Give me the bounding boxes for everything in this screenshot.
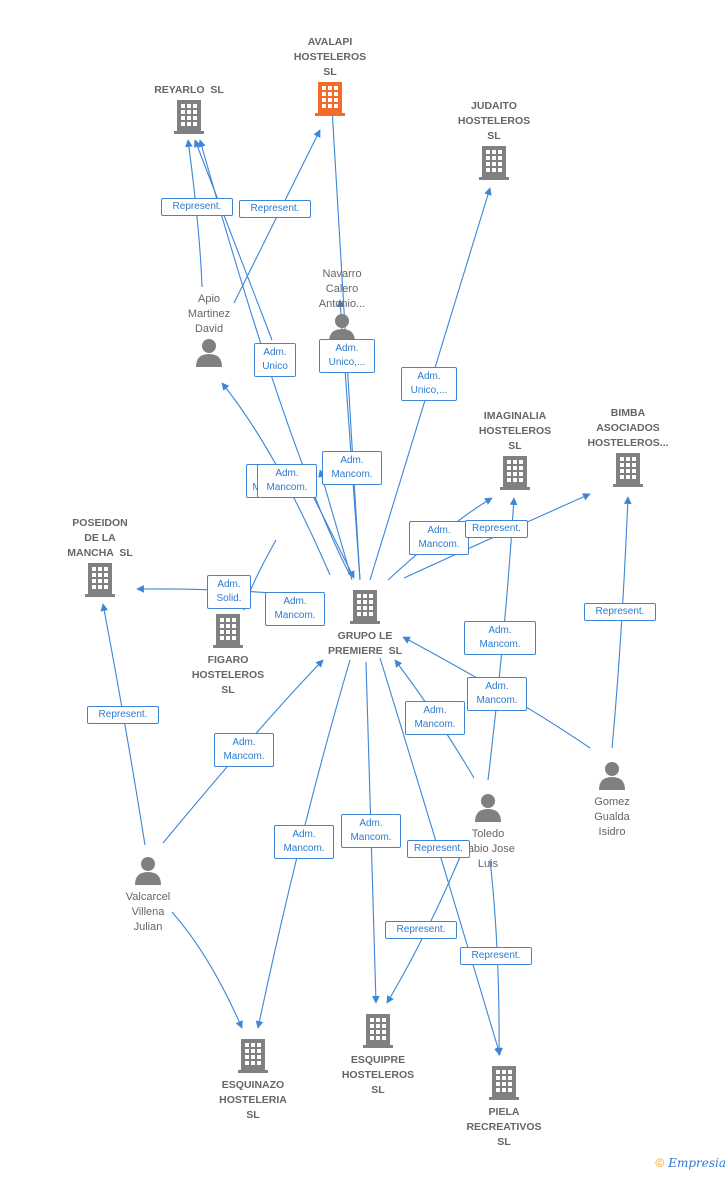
building-icon — [460, 454, 570, 495]
node-label: FIGARO HOSTELEROS SL — [191, 654, 265, 696]
person-node-navarro[interactable]: Navarro Calero Antonio... — [287, 267, 397, 347]
node-label: Navarro Calero Antonio... — [318, 268, 366, 310]
edge-label-e10[interactable]: Represent. — [465, 520, 528, 538]
company-node-reyarlo[interactable]: REYARLO SL — [134, 83, 244, 139]
node-label: JUDAITO HOSTELEROS SL — [457, 100, 531, 142]
company-node-judaito[interactable]: JUDAITO HOSTELEROS SL — [439, 99, 549, 185]
edge-label-e4[interactable]: Adm. Unico,... — [319, 339, 375, 373]
node-label: Gomez Gualda Isidro — [594, 796, 630, 838]
building-icon — [275, 80, 385, 121]
relationship-edge — [336, 299, 361, 581]
relationship-edge — [198, 139, 351, 576]
edge-label-e15[interactable]: Adm. Mancom. — [214, 733, 274, 767]
relationship-edge — [185, 139, 203, 288]
relationship-edge — [193, 139, 273, 341]
building-icon — [134, 98, 244, 139]
company-node-imaginalia[interactable]: IMAGINALIA HOSTELEROS SL — [460, 409, 570, 495]
edge-label-e14[interactable]: Represent. — [584, 603, 656, 621]
person-node-valcarcel[interactable]: Valcarcel Villena Julian — [93, 855, 203, 935]
relationship-edge — [171, 911, 243, 1029]
person-icon — [433, 792, 543, 827]
edge-label-e22[interactable]: Represent. — [385, 921, 457, 939]
node-label: PIELA RECREATIVOS SL — [466, 1106, 542, 1148]
edge-label-e19[interactable]: Adm. Mancom. — [274, 825, 334, 859]
company-node-figaro[interactable]: FIGARO HOSTELEROS SL — [173, 612, 283, 698]
edge-label-e13[interactable]: Represent. — [87, 706, 159, 724]
building-icon — [439, 144, 549, 185]
brand-name: Empresia — [668, 1156, 726, 1170]
person-icon — [287, 312, 397, 347]
node-label: POSEIDON DE LA MANCHA SL — [67, 517, 133, 559]
person-node-toledo[interactable]: Toledo Fabio Jose Luis — [433, 792, 543, 872]
person-node-gomez[interactable]: Gomez Gualda Isidro — [557, 760, 667, 840]
company-node-esquinazo[interactable]: ESQUINAZO HOSTELERIA SL — [198, 1037, 308, 1123]
node-label: BIMBA ASOCIADOS HOSTELEROS... — [587, 407, 669, 449]
edge-label-e21[interactable]: Represent. — [407, 840, 470, 858]
edge-label-e11[interactable]: Adm. Solid. — [207, 575, 251, 609]
copyright-symbol: © — [655, 1156, 665, 1170]
person-icon — [154, 337, 264, 372]
company-node-piela[interactable]: PIELA RECREATIVOS SL — [449, 1064, 559, 1150]
company-node-poseidon[interactable]: POSEIDON DE LA MANCHA SL — [45, 516, 155, 602]
building-icon — [198, 1037, 308, 1078]
node-label: Valcarcel Villena Julian — [125, 891, 171, 933]
person-icon — [557, 760, 667, 795]
building-icon — [310, 588, 420, 629]
building-icon — [173, 612, 283, 653]
footer-brand[interactable]: ©Empresia — [655, 1156, 726, 1170]
building-icon — [323, 1012, 433, 1053]
node-label: IMAGINALIA HOSTELEROS SL — [478, 410, 552, 452]
relationship-edge — [611, 496, 632, 749]
edge-label-e7[interactable]: Adm. Mancom. — [257, 464, 317, 498]
edge-label-e9[interactable]: Adm. Mancom. — [409, 521, 469, 555]
node-label: ESQUINAZO HOSTELERIA SL — [219, 1079, 287, 1121]
node-label: REYARLO SL — [154, 84, 224, 96]
edge-label-e17[interactable]: Adm. Mancom. — [467, 677, 527, 711]
relationship-edge — [100, 603, 146, 846]
edge-label-e5[interactable]: Adm. Unico,... — [401, 367, 457, 401]
company-node-avalapi[interactable]: AVALAPI HOSTELEROS SL — [275, 35, 385, 121]
edge-label-e2[interactable]: Represent. — [239, 200, 311, 218]
edge-label-e3[interactable]: Adm. Unico — [254, 343, 296, 377]
node-label: ESQUIPRE HOSTELEROS SL — [341, 1054, 415, 1096]
person-node-apio[interactable]: Apio Martinez David — [154, 292, 264, 372]
edge-label-e8[interactable]: Adm. Mancom. — [322, 451, 382, 485]
building-icon — [45, 561, 155, 602]
node-label: GRUPO LE PREMIERE SL — [327, 630, 403, 657]
edge-label-e18[interactable]: Adm. Mancom. — [405, 701, 465, 735]
node-label: Apio Martinez David — [187, 293, 231, 335]
relationship-edge — [318, 469, 353, 581]
edge-label-e12[interactable]: Adm. Mancom. — [265, 592, 325, 626]
edge-label-e23[interactable]: Represent. — [460, 947, 532, 965]
company-node-bimba[interactable]: BIMBA ASOCIADOS HOSTELEROS... — [573, 406, 683, 492]
person-icon — [93, 855, 203, 890]
edge-label-e1[interactable]: Represent. — [161, 198, 233, 216]
building-icon — [573, 451, 683, 492]
company-node-grupo[interactable]: GRUPO LE PREMIERE SL — [310, 588, 420, 659]
company-node-esquipre[interactable]: ESQUIPRE HOSTELEROS SL — [323, 1012, 433, 1098]
relationship-edge — [379, 657, 502, 1056]
edge-label-e16[interactable]: Adm. Mancom. — [464, 621, 536, 655]
edge-label-e20[interactable]: Adm. Mancom. — [341, 814, 401, 848]
building-icon — [449, 1064, 559, 1105]
node-label: AVALAPI HOSTELEROS SL — [293, 36, 367, 78]
